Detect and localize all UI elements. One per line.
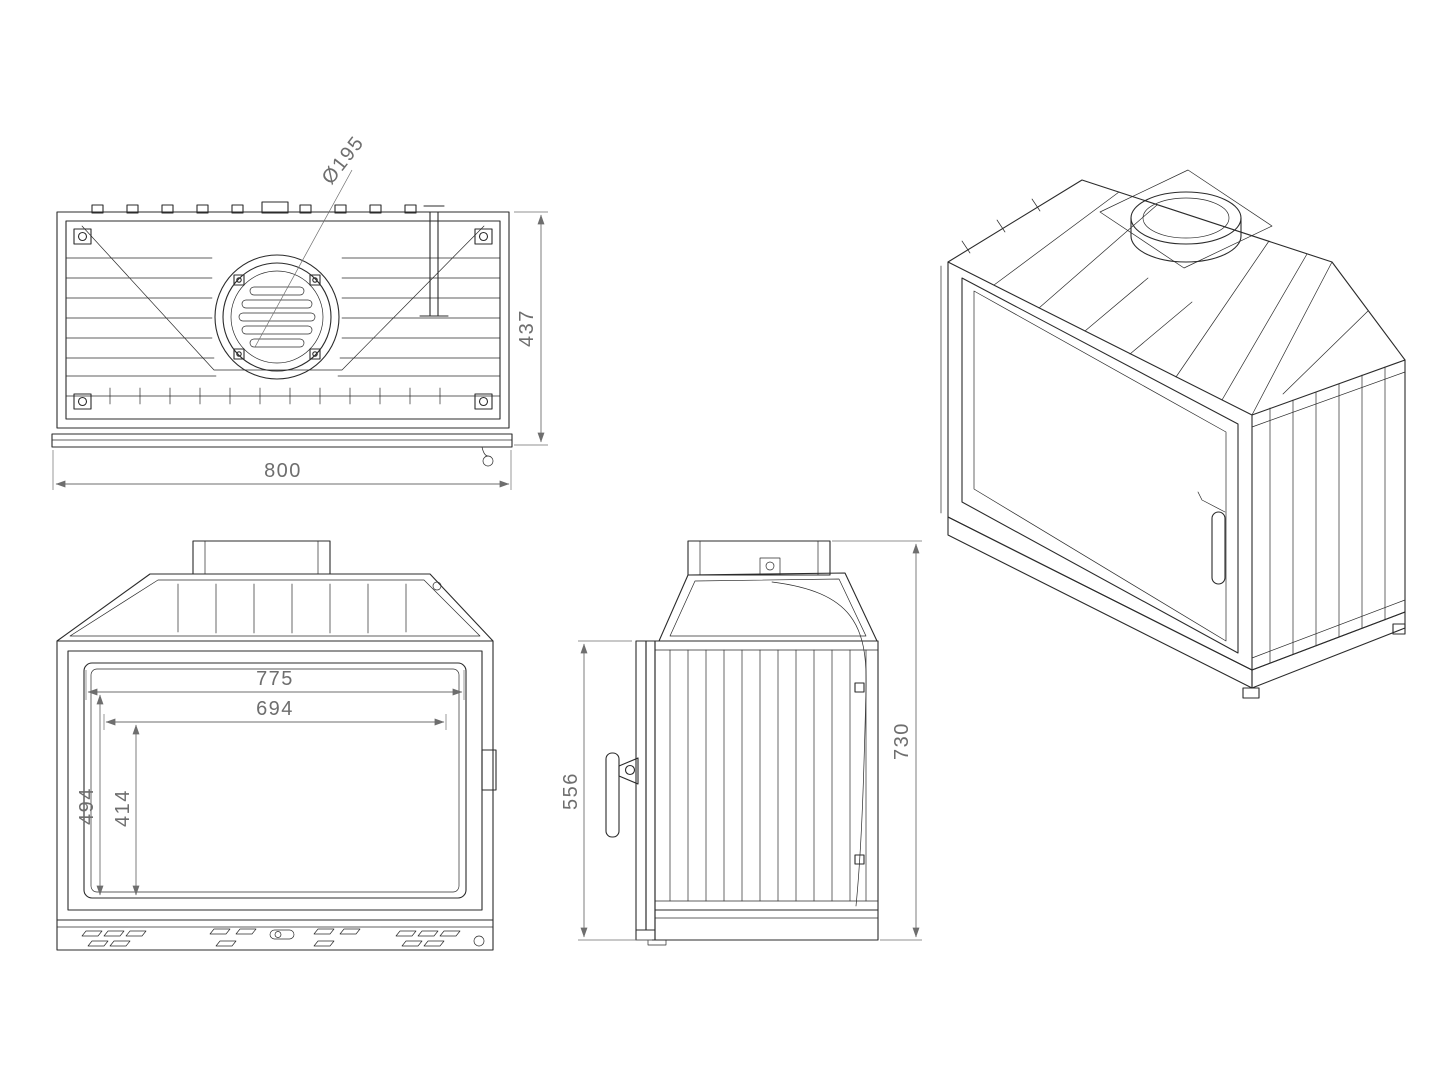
top-view bbox=[51, 201, 513, 467]
front-view bbox=[56, 540, 497, 951]
dim-label-glass-width: 694 bbox=[256, 698, 294, 720]
side-fins bbox=[669, 649, 867, 902]
front-base bbox=[56, 919, 494, 951]
dim-label-glass-height: 414 bbox=[112, 789, 134, 827]
iso-hood-ribs bbox=[993, 191, 1369, 401]
side-control-rod bbox=[771, 581, 867, 907]
side-door-handle bbox=[605, 752, 639, 838]
top-view-hatch bbox=[65, 387, 501, 405]
side-hood bbox=[658, 572, 878, 642]
side-chimney bbox=[687, 540, 831, 576]
side-base bbox=[635, 909, 879, 946]
dim-label-depth: 437 bbox=[516, 309, 538, 347]
side-body bbox=[654, 640, 879, 911]
iso-right-side bbox=[1251, 359, 1406, 671]
dim-label-overall-width: 800 bbox=[264, 460, 302, 482]
side-view bbox=[605, 540, 879, 946]
side-door-edge bbox=[635, 640, 656, 931]
front-door-latch bbox=[481, 749, 497, 791]
top-view-dimensions: Ø195 437 800 bbox=[52, 132, 548, 490]
top-view-funnel bbox=[81, 225, 485, 371]
iso-base bbox=[947, 516, 1406, 699]
dim-label-opening-height: 494 bbox=[76, 787, 98, 825]
isometric-view bbox=[940, 169, 1406, 699]
front-view-dimensions: 775 694 494 414 bbox=[76, 668, 465, 896]
iso-hood bbox=[947, 179, 1406, 416]
front-hood bbox=[56, 573, 494, 642]
dim-label-body-height: 556 bbox=[560, 772, 582, 810]
dim-label-flue-diameter: Ø195 bbox=[318, 132, 369, 189]
top-view-inner-body bbox=[65, 220, 501, 420]
top-view-ribs bbox=[65, 257, 501, 377]
iso-front-door bbox=[940, 261, 1253, 671]
dim-label-overall-height: 730 bbox=[891, 722, 913, 760]
top-view-corner-bolts bbox=[73, 228, 493, 410]
top-view-base-strip bbox=[51, 433, 513, 467]
iso-flue-collar bbox=[1099, 169, 1273, 269]
iso-door-handle bbox=[1197, 491, 1226, 585]
top-view-outer-body bbox=[56, 211, 510, 429]
iso-side-fins bbox=[1269, 366, 1386, 664]
damper-rod bbox=[419, 205, 449, 317]
air-control-slider bbox=[269, 929, 295, 940]
dim-label-opening-width: 775 bbox=[256, 668, 294, 690]
side-view-dimensions: 556 730 bbox=[560, 540, 922, 941]
front-chimney bbox=[192, 540, 331, 575]
top-view-tabs bbox=[91, 201, 417, 214]
flue-collar bbox=[214, 254, 340, 380]
